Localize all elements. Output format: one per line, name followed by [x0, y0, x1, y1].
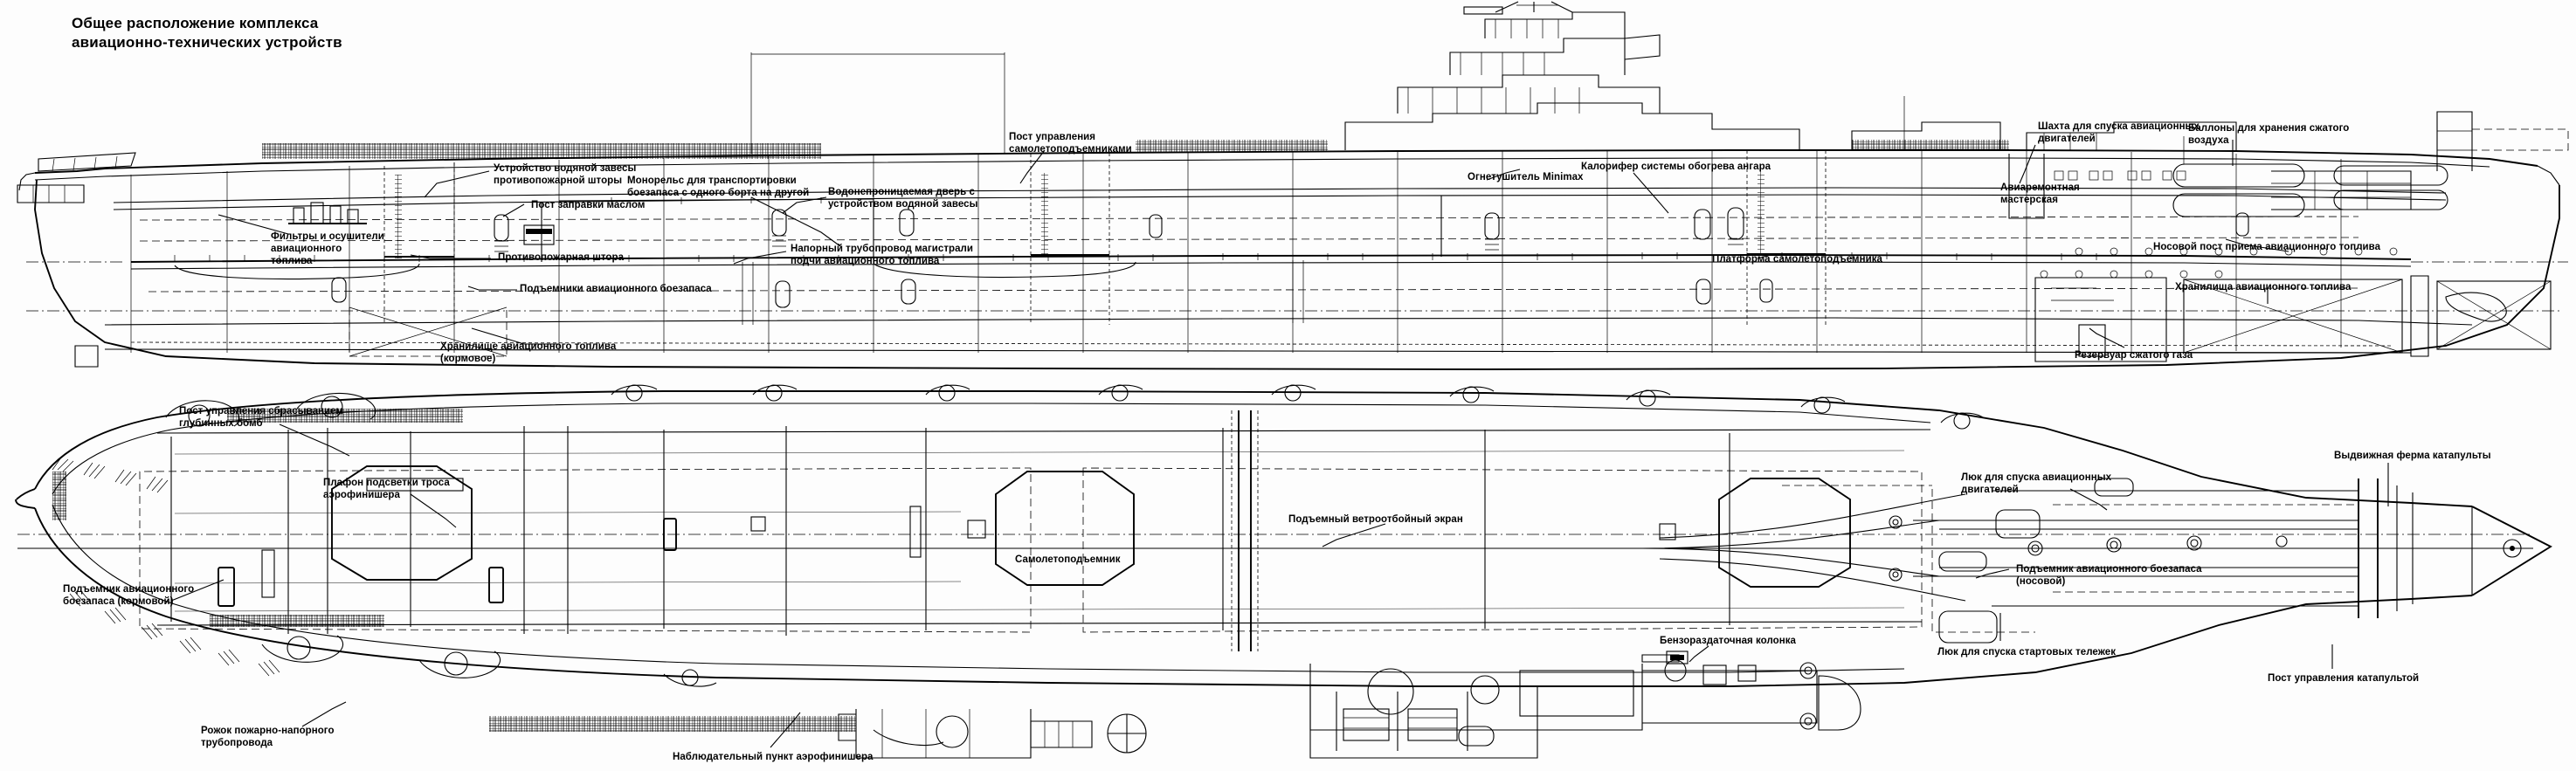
label-elevator-control: Пост управления самолетоподъемниками [1009, 132, 1132, 155]
label-water-curtain: Устройство водяной завесы противопожарно… [494, 163, 637, 187]
label-repair-workshop: Авиаремонтная мастерская [2000, 182, 2080, 206]
label-air-flasks: Баллоны для хранения сжатого воздуха [2188, 123, 2350, 147]
port-sponsons [165, 384, 1984, 430]
label-engine-shaft: Шахта для спуска авиационных двигателей [2038, 121, 2200, 145]
label-monorail: Монорельс для транспортировки боезапаса … [627, 176, 810, 199]
fuel-filters-symbol [288, 202, 367, 224]
label-fuel-store-aft: Хранилище авиационного топлива (кормовое… [440, 341, 617, 365]
label-watertight-door: Водонепроницаемая дверь с устройством во… [828, 187, 978, 210]
label-aircraft-elevator: Самолетоподъемник [1015, 554, 1121, 565]
label-bow-fuel-station: Носовой пост приема авиационного топлива [2153, 242, 2381, 252]
label-arrestor-lamp: Плафон подсветки троса аэрофинишера [323, 478, 450, 501]
arresting-gear-room [1309, 686, 1538, 759]
label-fuel-stores: Хранилища авиационного топлива [2175, 282, 2352, 293]
label-fuel-dispenser: Бензораздаточная колонка [1660, 636, 1796, 646]
label-gas-reservoir: Резервуар сжатого газа [2075, 350, 2193, 361]
label-wind-screen: Подъемный ветроотбойный экран [1288, 514, 1463, 525]
view-side-elevation [17, 1, 2569, 370]
label-elevator-platform: Платформа самолетоподъемника [1712, 254, 1882, 265]
label-hangar-heater: Калорифер системы обогрева ангара [1581, 162, 1771, 172]
label-extinguisher: Огнетушитель Minimax [1468, 172, 1584, 182]
island-superstructure [1344, 1, 1800, 150]
hangar-gear [494, 207, 2249, 252]
label-ordnance-hoists: Подъемники авиационного боезапаса [520, 284, 712, 294]
label-oil-fueling-post: Пост заправки маслом [531, 200, 646, 210]
label-ordnance-hoist-bow: Подъемник авиационного боезапаса (носово… [2016, 564, 2202, 588]
page-title: Общее расположение комплекса авиационно-… [72, 15, 342, 52]
elevators-plan [331, 465, 1851, 588]
label-fuel-main-pipe: Напорный трубопровод магистрали подчи ав… [791, 244, 974, 267]
forward-machinery [1309, 654, 1861, 747]
label-engine-hatch: Люк для спуска авиационных двигателей [1961, 472, 2112, 496]
label-catapult-control: Пост управления катапультой [2268, 673, 2420, 684]
starboard-sponsons [261, 635, 717, 687]
label-filters-dryers: Фильтры и осушители авиационного топлива [271, 231, 384, 267]
label-fire-main-hydrant: Рожок пожарно-напорного трубопровода [201, 726, 335, 749]
label-ordnance-hoist-aft: Подъемник авиационного боезапаса (кормов… [63, 584, 195, 608]
label-fire-curtain: Противопожарная штора [498, 252, 625, 263]
label-arrestor-observation: Наблюдательный пункт аэрофинишера [673, 752, 874, 762]
label-depth-charge-post: Пост управления сбрасыванием глубинных б… [179, 406, 343, 430]
label-trolley-hatch: Люк для спуска стартовых тележек [1937, 647, 2117, 657]
label-catapult-truss: Выдвижная ферма катапульты [2334, 451, 2491, 461]
